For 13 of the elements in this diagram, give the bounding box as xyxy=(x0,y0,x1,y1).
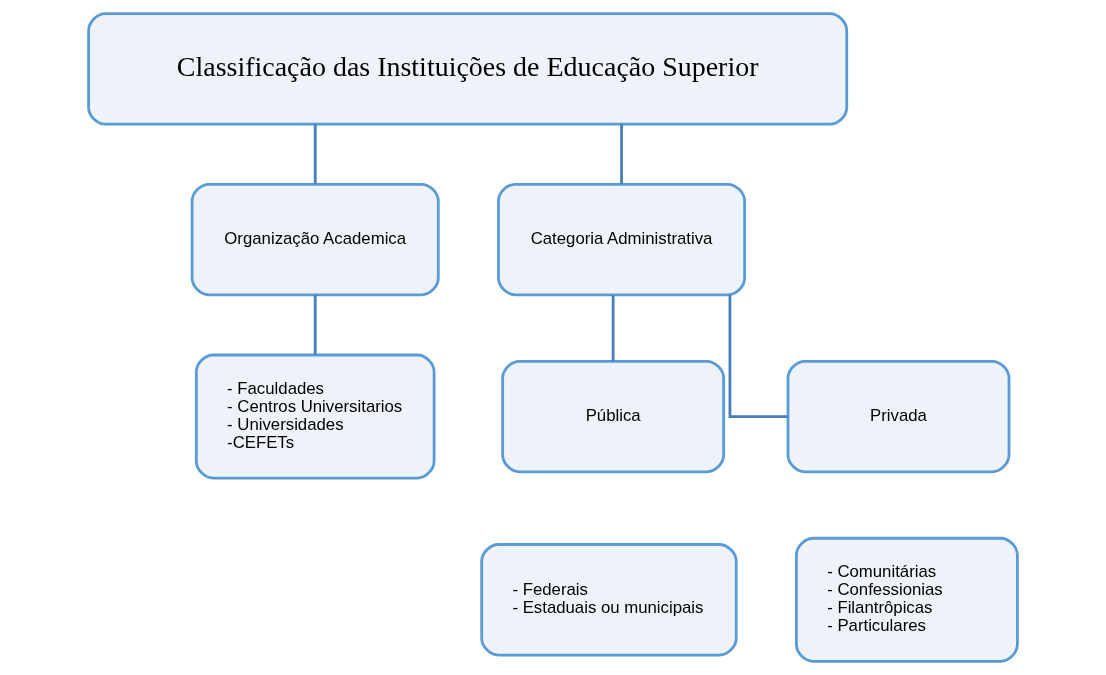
connector xyxy=(313,295,317,355)
connector xyxy=(620,124,623,184)
node-box: - Federais - Estaduais ou municipais xyxy=(480,543,738,657)
connector xyxy=(313,124,317,184)
node-box: - Faculdades - Centros Universitarios - Universidades -CEFETs xyxy=(194,353,436,480)
node-box: Pública xyxy=(501,359,726,474)
node-box: Classificação das Instituições de Educação Superior xyxy=(87,12,849,126)
node-box: - Comunitárias - Confessionias - Filantrôpicas - Particulares xyxy=(795,536,1019,663)
node-box: Categoria Administrativa xyxy=(497,182,747,297)
connector xyxy=(728,295,788,418)
node-box: Organização Academica xyxy=(190,182,440,297)
connector xyxy=(611,295,615,362)
node-box: Privada xyxy=(786,359,1011,474)
